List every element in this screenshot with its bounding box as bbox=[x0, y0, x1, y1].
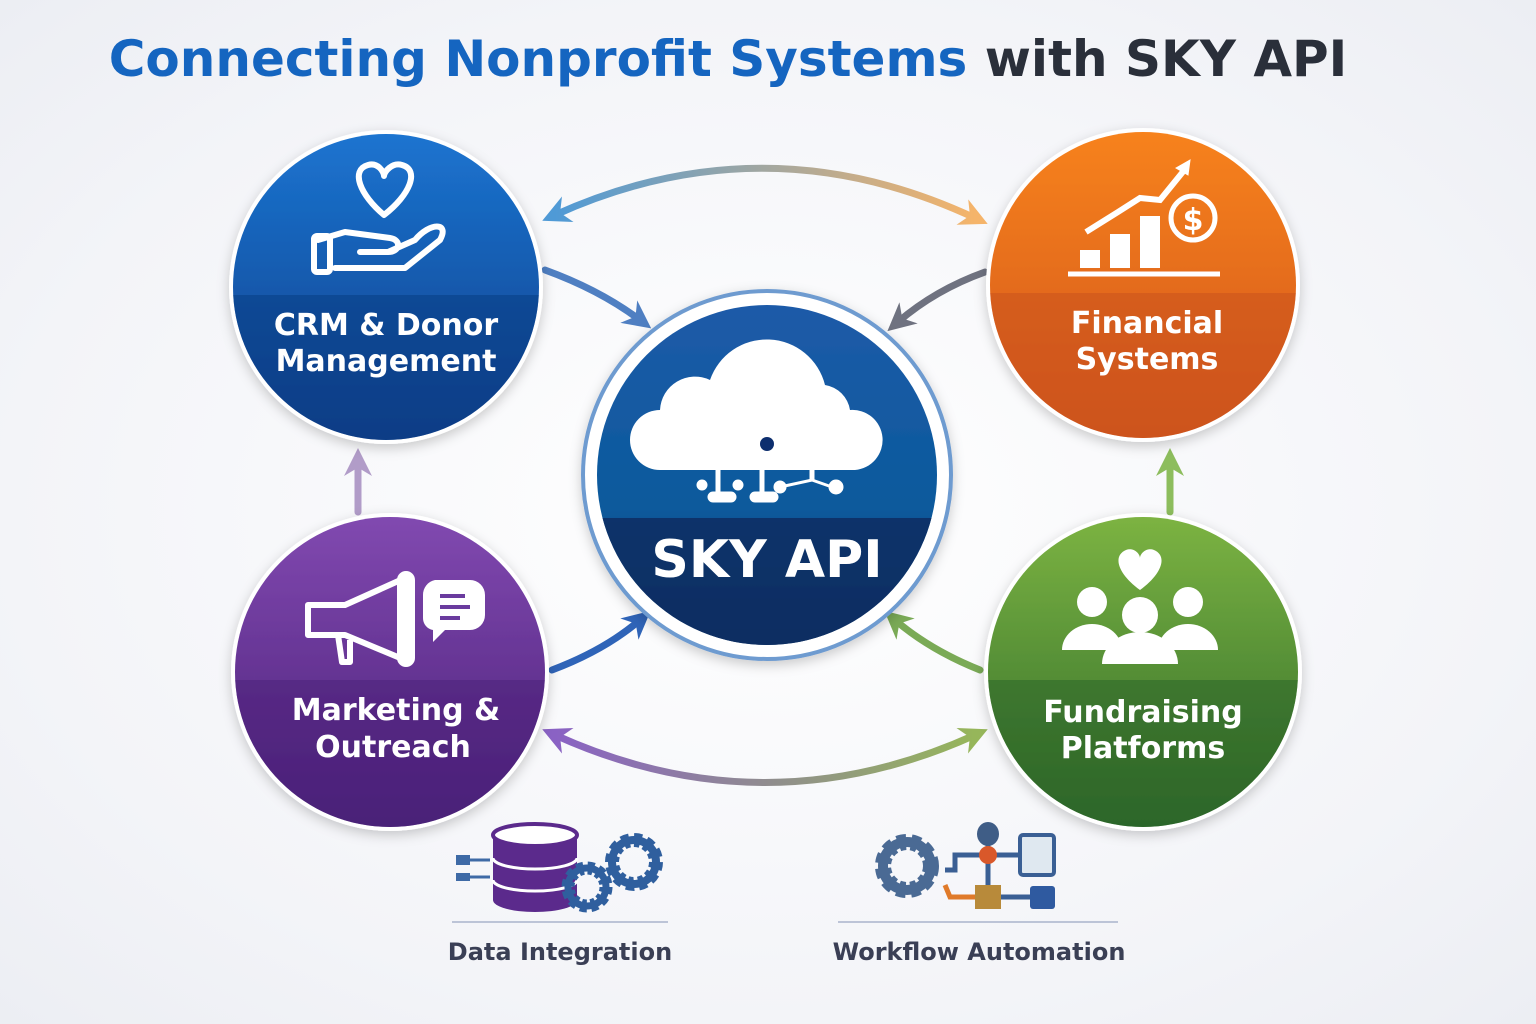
node-fundraising-platforms[interactable]: Fundraising Platforms bbox=[984, 513, 1302, 831]
title-part-blue: Connecting Nonprofit Systems bbox=[109, 30, 968, 88]
people-heart-icon bbox=[1062, 549, 1218, 664]
node-label-line1: CRM & Donor bbox=[274, 308, 499, 343]
data-integration-item: Data Integration bbox=[448, 822, 672, 966]
hub-sky-api[interactable]: SKY API bbox=[581, 289, 953, 661]
cloud-network-icon bbox=[630, 339, 883, 503]
svg-text:$: $ bbox=[1183, 203, 1204, 238]
node-financial-systems[interactable]: $ Financial Systems bbox=[986, 128, 1300, 442]
hub-label: SKY API bbox=[651, 530, 882, 590]
connection-arrows bbox=[344, 164, 1184, 786]
node-label-line2: Outreach bbox=[315, 730, 471, 765]
node-label-line2: Management bbox=[276, 344, 497, 379]
megaphone-icon bbox=[305, 571, 485, 667]
chart-dollar-icon: $ bbox=[1068, 159, 1220, 277]
data-integration-label: Data Integration bbox=[448, 938, 672, 966]
arc-arrow-crm-financial bbox=[542, 164, 988, 225]
node-label-line2: Systems bbox=[1076, 342, 1219, 377]
arrow-crm-to-hub bbox=[541, 266, 652, 329]
workflow-automation-item: Workflow Automation bbox=[833, 822, 1126, 966]
heart-hand-icon bbox=[311, 161, 446, 275]
arrow-financial-to-hub bbox=[887, 268, 989, 332]
workflow-automation-label: Workflow Automation bbox=[833, 938, 1126, 966]
arrow-marketing-to-hub bbox=[548, 610, 651, 674]
title-part-dark: with SKY API bbox=[967, 30, 1347, 88]
node-label-line1: Financial bbox=[1071, 306, 1223, 341]
node-marketing-outreach[interactable]: Marketing & Outreach bbox=[231, 513, 549, 831]
page-title: Connecting Nonprofit Systems with SKY AP… bbox=[109, 30, 1348, 88]
node-label-line2: Platforms bbox=[1061, 731, 1225, 766]
node-crm-donor-management[interactable]: CRM & Donor Management bbox=[229, 130, 543, 444]
arc-arrow-marketing-fundraising bbox=[542, 728, 988, 786]
arrow-fundraising-to-hub bbox=[884, 610, 984, 674]
workflow-icon bbox=[875, 822, 1056, 909]
node-label-line1: Fundraising bbox=[1043, 695, 1242, 730]
database-gears-icon bbox=[456, 822, 663, 913]
node-label-line1: Marketing & bbox=[292, 693, 500, 728]
